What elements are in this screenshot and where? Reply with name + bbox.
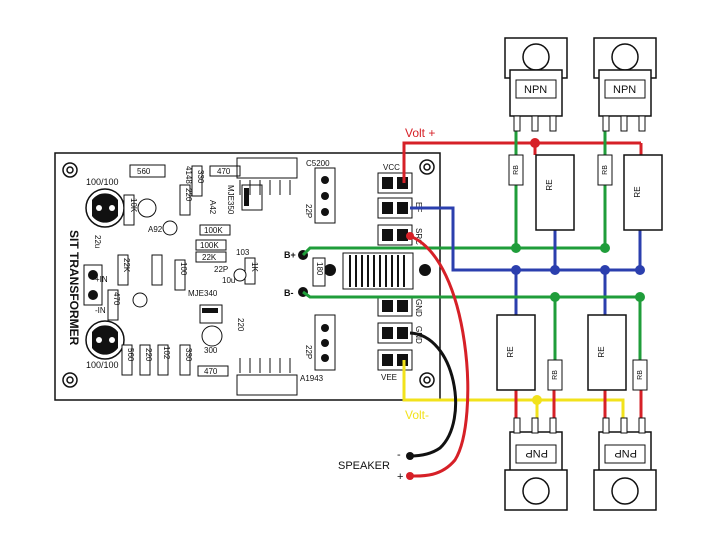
speaker-minus-label: -	[397, 449, 401, 461]
label-100k: 100K	[200, 241, 219, 250]
mount-hole	[419, 159, 435, 175]
b-plus-label: B+	[284, 250, 296, 260]
trimmer	[137, 198, 157, 218]
label-100: 100	[179, 262, 188, 276]
label-560: 560	[126, 348, 135, 362]
label-a92: A92	[148, 225, 163, 234]
label-10u: 10u	[222, 276, 235, 285]
label-vee: VEE	[381, 373, 397, 382]
rb-label: RB	[552, 370, 559, 380]
label-a42: A42	[208, 200, 217, 215]
pnp-transistor-2: PNP	[593, 417, 657, 511]
rb-label: RB	[602, 165, 609, 175]
label-src: SRC	[414, 228, 423, 245]
input-plus-label: +IN	[95, 275, 108, 284]
speaker-minus-wire	[409, 331, 458, 458]
re-label: RE	[506, 346, 515, 357]
emitter-resistor-top-1: RE	[535, 154, 575, 231]
pnp-transistor-1: PNP	[504, 417, 568, 511]
base-resistor-top-2: RB	[597, 154, 613, 186]
label-102: 102	[162, 346, 171, 360]
base-resistor-bottom-1: RB	[547, 359, 563, 391]
resistor-470	[209, 165, 241, 177]
driver-transistor-bottom	[199, 304, 223, 324]
label-300: 300	[204, 346, 218, 355]
input-capacitor-bottom: 100/100	[85, 320, 125, 370]
mount-hole	[419, 372, 435, 388]
label-mje340: MJE340	[188, 289, 218, 298]
label-470: 470	[204, 367, 218, 376]
emitter-resistor-bottom-1: RE	[496, 314, 536, 391]
bias-pot	[201, 325, 223, 347]
re-label: RE	[545, 179, 554, 190]
volt-minus-label: Volt-	[405, 408, 429, 422]
b-minus-label: B-	[284, 288, 294, 298]
cap-label: 100/100	[86, 360, 119, 370]
label-gnd: GND	[414, 299, 423, 317]
output-inductor	[324, 252, 431, 290]
label-c5200: C5200	[306, 159, 330, 168]
npn-label: NPN	[524, 84, 547, 96]
label-mje350: MJE350	[226, 185, 235, 215]
label-vcc: VCC	[383, 163, 400, 172]
label-220: 220	[144, 348, 153, 362]
label-330: 330	[196, 170, 205, 184]
re-label: RE	[597, 346, 606, 357]
label-1k: 1K	[250, 262, 259, 272]
label-a1943: A1943	[300, 374, 324, 383]
npn-transistor-1: NPN	[504, 37, 568, 132]
cap-label: 100/100	[86, 177, 119, 187]
wires	[301, 130, 643, 478]
rb-label: RB	[637, 370, 644, 380]
label-22p: 22P	[304, 204, 313, 218]
label-103: 103	[236, 248, 250, 257]
ef-blue-wire	[410, 206, 640, 272]
label-470: 470	[112, 292, 121, 306]
emitter-resistor-top-2: RE	[623, 154, 663, 231]
label-22p: 22P	[304, 345, 313, 359]
re-label: RE	[633, 186, 642, 197]
resistor-560	[129, 164, 166, 178]
rb-label: RB	[513, 165, 520, 175]
terminal-src: SRC	[377, 224, 423, 246]
pnp-label: PNP	[525, 447, 548, 459]
label-22u: 22u	[93, 235, 102, 248]
speaker-plus-label: +	[397, 471, 403, 483]
label-330: 330	[184, 348, 193, 362]
mount-hole	[62, 372, 78, 388]
input-connector: +IN -IN	[83, 264, 108, 315]
base-resistor-top-1: RB	[508, 154, 524, 186]
emitter-resistor-bottom-2: RE	[587, 314, 627, 391]
label-22k: 22K	[202, 253, 217, 262]
pcb-board: SIT TRANSFORMER 100/100 100/100 +IN -IN	[54, 152, 441, 401]
junctions	[406, 138, 645, 480]
terminal-gnd-1: GND	[377, 295, 423, 317]
volt-minus-wire	[402, 360, 625, 430]
label-220: 220	[184, 188, 193, 202]
speaker-label: SPEAKER	[338, 460, 390, 472]
label-560: 560	[137, 167, 151, 176]
volt-plus-wire	[402, 141, 641, 183]
board-title: SIT TRANSFORMER	[67, 230, 81, 346]
mount-hole	[62, 162, 78, 178]
pnp-label: PNP	[614, 447, 637, 459]
label-22p: 22P	[214, 265, 228, 274]
speaker-plus-wire	[409, 234, 470, 478]
label-470: 470	[217, 167, 231, 176]
bplus-green-wire	[301, 246, 516, 257]
input-minus-label: -IN	[95, 306, 106, 315]
label-100k: 100K	[204, 226, 223, 235]
bminus-green-wire	[302, 290, 640, 299]
label-10k: 10K	[129, 198, 138, 213]
label-180: 180	[315, 262, 324, 276]
label-220: 220	[236, 318, 245, 332]
base-resistor-bottom-2: RB	[632, 359, 648, 391]
label-4148: 4148	[184, 166, 193, 184]
volt-plus-label: Volt +	[405, 126, 435, 140]
label-22k: 22K	[122, 258, 131, 273]
npn-transistor-2: NPN	[593, 37, 657, 132]
npn-label: NPN	[613, 84, 636, 96]
input-capacitor-top: 100/100	[85, 177, 125, 228]
